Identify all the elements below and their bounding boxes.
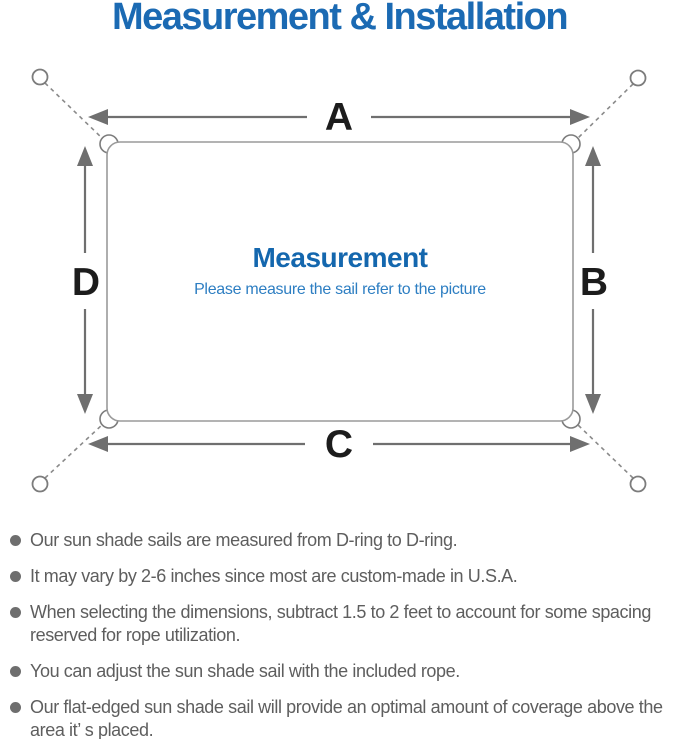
bullet-icon (10, 607, 21, 618)
anchor-ring-icon-bottom-left (31, 475, 49, 493)
note-item: It may vary by 2-6 inches since most are… (0, 565, 679, 588)
dimension-label-a: A (325, 96, 353, 139)
sail-center-label: Measurement Please measure the sail refe… (107, 242, 573, 299)
notes-list: Our sun shade sails are measured from D-… (0, 529, 679, 739)
sail-rectangle (106, 141, 574, 422)
note-item: Our flat-edged sun shade sail will provi… (0, 696, 679, 739)
note-item: Our sun shade sails are measured from D-… (0, 529, 679, 552)
arrowhead-a-left (88, 109, 108, 125)
anchor-ring-icon-bottom-right (629, 475, 647, 493)
rope-dashed-line-top-right (576, 83, 634, 140)
rope-dashed-line-top-left (44, 82, 104, 140)
bullet-icon (10, 571, 21, 582)
anchor-ring-icon-top-right (629, 69, 647, 87)
note-text: Our sun shade sails are measured from D-… (30, 530, 458, 550)
arrowhead-b-down (585, 394, 601, 414)
page-title: Measurement & Installation (111, 0, 569, 38)
note-text: It may vary by 2-6 inches since most are… (30, 566, 518, 586)
arrowhead-a-right (570, 109, 590, 125)
note-item: When selecting the dimensions, subtract … (0, 601, 679, 647)
arrowhead-c-right (570, 436, 590, 452)
note-text: You can adjust the sun shade sail with t… (30, 661, 460, 681)
sail-measurement-diagram: A B C D (31, 68, 647, 493)
dimension-label-c: C (325, 423, 353, 466)
bullet-icon (10, 666, 21, 677)
arrowhead-d-up (77, 146, 93, 166)
bullet-icon (10, 702, 21, 713)
rope-dashed-line-bottom-right (576, 423, 634, 479)
rope-dashed-line-bottom-left (44, 423, 104, 479)
dimension-label-d: D (72, 261, 100, 304)
arrowhead-b-up (585, 146, 601, 166)
bullet-icon (10, 535, 21, 546)
anchor-ring-icon-top-left (31, 68, 49, 86)
arrowhead-d-down (77, 394, 93, 414)
note-text: Our flat-edged sun shade sail will provi… (30, 697, 663, 739)
note-text: When selecting the dimensions, subtract … (30, 602, 651, 645)
dimension-label-b: B (580, 261, 608, 304)
arrowhead-c-left (88, 436, 108, 452)
note-item: You can adjust the sun shade sail with t… (0, 660, 679, 683)
measurement-subtitle: Please measure the sail refer to the pic… (194, 281, 486, 298)
measurement-heading: Measurement (252, 242, 428, 273)
